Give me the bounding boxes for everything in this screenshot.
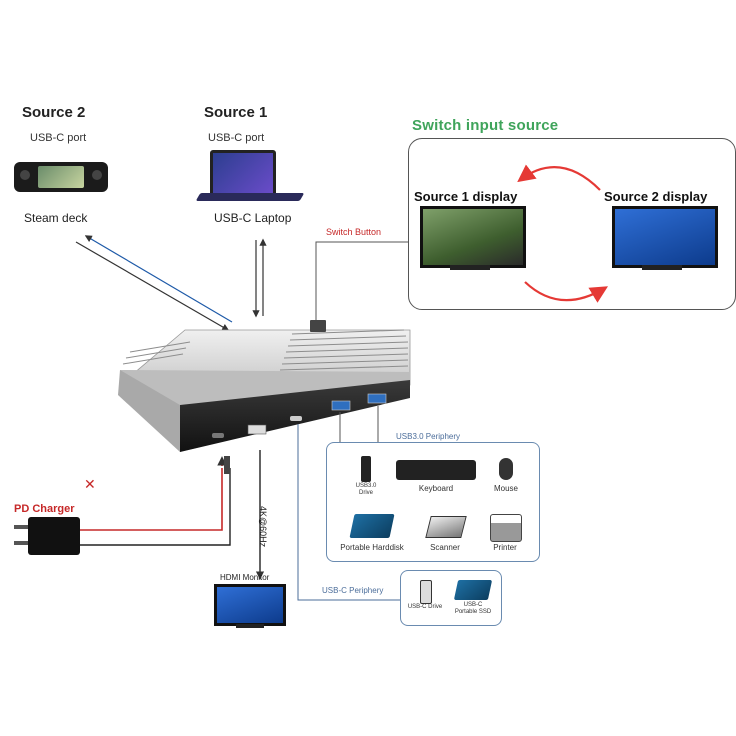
- switch-panel-title: Switch input source: [412, 117, 559, 134]
- switch-hub: [118, 320, 411, 452]
- hdmi-resolution: 4K@60Hz: [258, 506, 268, 548]
- steam-deck-icon: [14, 162, 108, 192]
- laptop-link-arrow: [252, 238, 267, 318]
- hdmi-monitor-icon: [214, 584, 286, 626]
- hdmi-resolution-wrap: 4K@60Hz: [258, 506, 309, 547]
- pd-charger-label: PD Charger: [14, 503, 75, 515]
- usb3-item-label: USB3.0 Drive: [355, 483, 377, 496]
- switch-button-lead: [315, 241, 408, 320]
- source2-port: USB-C port: [30, 132, 87, 144]
- pd-charger-cable: [78, 456, 231, 546]
- usbc-item-label: USB-C Drive: [407, 604, 443, 610]
- mouse-icon: [499, 458, 513, 480]
- steam-deck-link-arrow: [75, 235, 233, 331]
- display2-monitor-icon: [612, 206, 718, 268]
- keyboard-icon: [396, 460, 476, 480]
- usb3-item-label: Keyboard: [418, 484, 454, 493]
- ssd-icon: [453, 580, 493, 600]
- laptop-base: [195, 193, 305, 201]
- pd-charger: [14, 517, 80, 555]
- usb3-item-label: Scanner: [430, 543, 460, 552]
- pd-warning-mark: ✕: [84, 476, 96, 492]
- display1-monitor-icon: [420, 206, 526, 268]
- usb3-item-label: Printer: [493, 543, 517, 552]
- usb3-periphery-lines: [339, 406, 379, 442]
- source2-title: Source 2: [22, 104, 86, 121]
- source1-port: USB-C port: [208, 132, 265, 144]
- display1-label: Source 1 display: [414, 189, 518, 204]
- usb-drive-icon: [361, 456, 371, 482]
- switch-button-label: Switch Button: [326, 227, 382, 237]
- source2-device: Steam deck: [24, 211, 88, 225]
- hdmi-monitor-label: HDMI Monitor: [220, 573, 270, 582]
- laptop-icon: [210, 150, 276, 196]
- usb3-item-label: Portable Harddisk: [340, 543, 404, 552]
- source1-title: Source 1: [204, 104, 268, 121]
- usbc-periphery-box: [400, 570, 502, 626]
- usb3-item-label: Mouse: [493, 484, 518, 493]
- usbc-drive-icon: [420, 580, 432, 604]
- usbc-periphery-title: USB-C Periphery: [322, 586, 384, 595]
- switch-button: [310, 320, 326, 332]
- usb3-periphery-box: [326, 442, 540, 562]
- harddisk-icon: [349, 514, 395, 538]
- usbc-item-label: USB-C Portable SSD: [454, 602, 492, 615]
- usb3-periphery-title: USB3.0 Periphery: [396, 432, 461, 441]
- source1-device: USB-C Laptop: [214, 211, 292, 225]
- display2-label: Source 2 display: [604, 189, 708, 204]
- switch-arrow-top: [517, 164, 601, 191]
- scanner-icon: [425, 516, 467, 538]
- switch-arrow-bottom: [524, 281, 609, 303]
- usbc-periphery-line: [297, 424, 400, 601]
- printer-icon: [490, 514, 522, 542]
